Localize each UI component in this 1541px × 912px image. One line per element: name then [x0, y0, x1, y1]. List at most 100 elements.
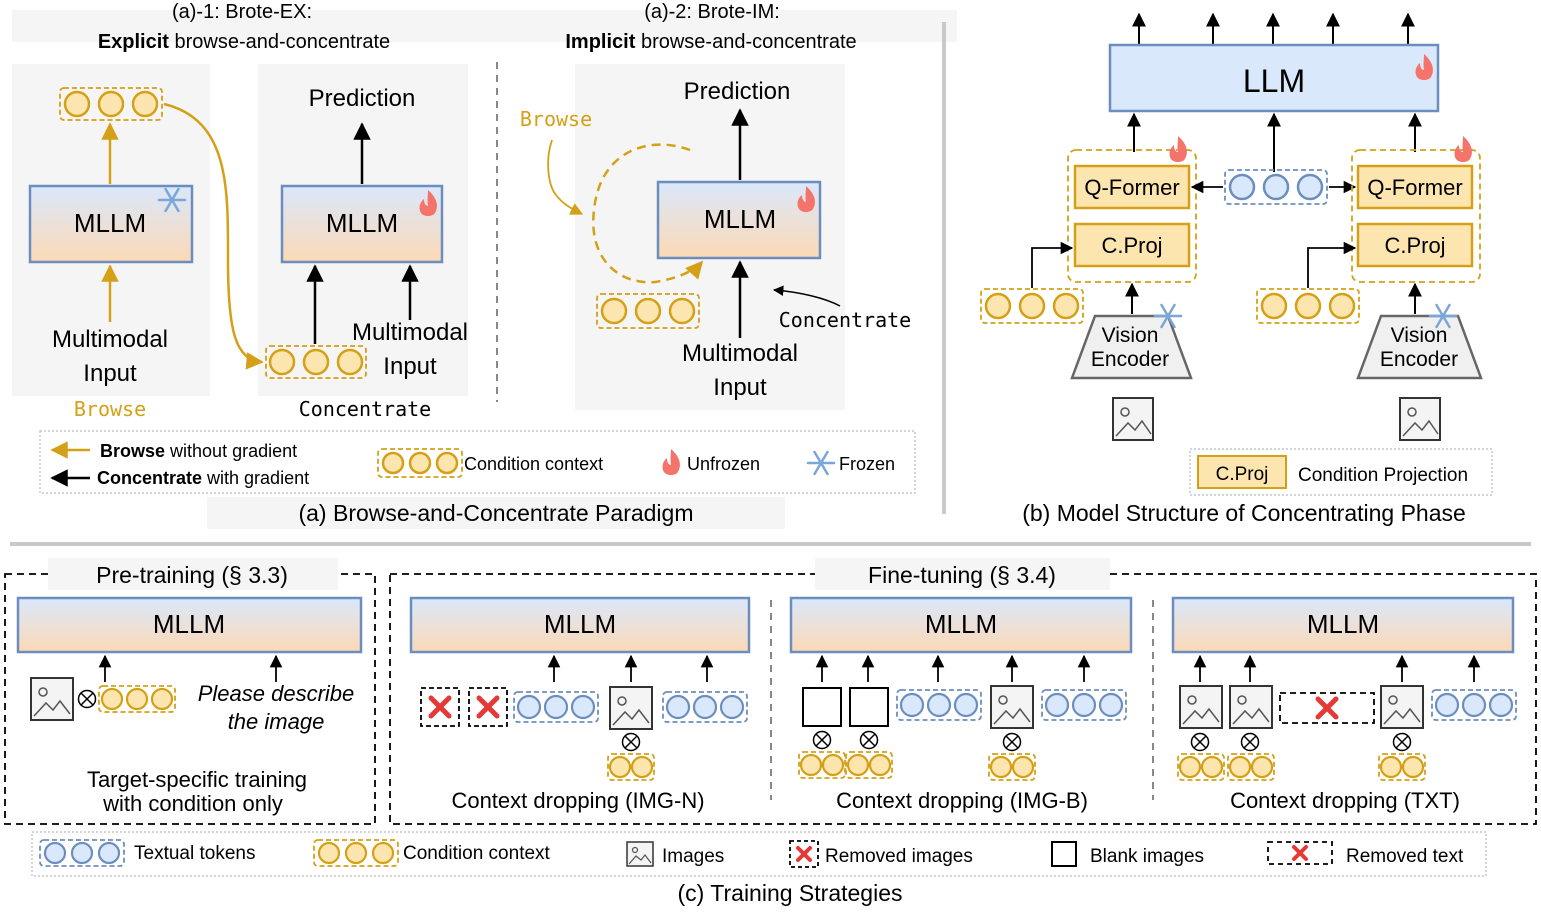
finetune-title: Fine-tuning (§ 3.4)	[868, 562, 1056, 588]
legend-b	[1189, 448, 1493, 496]
otimes-icon	[1392, 732, 1412, 752]
imgn-textual-tokens-1	[513, 691, 599, 723]
image-icon	[30, 677, 74, 721]
panel-a: (a)-1: Brote-EX: Explicit browse-and-con…	[12, 1, 957, 529]
ex-condition-context	[59, 87, 163, 121]
legend-unfrozen-text: Unfrozen	[687, 454, 760, 474]
imgb-mllm-label: MLLM	[925, 609, 997, 639]
im-browse-label: Browse	[520, 107, 592, 131]
blank-image-icon	[802, 687, 842, 727]
ex-concentrate-multimodal: Multimodal	[352, 319, 468, 346]
im-concentrate-label: Concentrate	[779, 308, 911, 332]
im-title-line2: Implicit browse-and-concentrate	[565, 31, 856, 53]
legend-browse-text: Browse without gradient	[100, 441, 297, 461]
pretrain-mllm	[16, 596, 363, 654]
im-mllm	[656, 180, 822, 260]
snowflake-icon	[157, 187, 187, 213]
imgb-textual-tokens-2	[1041, 689, 1127, 721]
im-title-line1: (a)-2: Brote-IM:	[644, 1, 780, 23]
imgb-textual-tokens-1	[896, 689, 982, 721]
im-input: Input	[713, 374, 767, 401]
removed-image-icon	[420, 687, 460, 727]
image-icon	[1399, 397, 1441, 441]
blank-image-icon	[1051, 841, 1077, 867]
right-trainable-group	[1351, 149, 1481, 283]
legend-condition-text: Condition context	[403, 843, 551, 864]
caption-a-bg	[207, 497, 785, 529]
txt-mllm-label: MLLM	[1307, 609, 1379, 639]
panel-b: LLM Q-Former C.Proj Vision Encoder	[980, 12, 1493, 526]
removed-text-icon	[1267, 841, 1333, 865]
pretrain-desc-line1: Target-specific training	[87, 767, 307, 792]
left-qformer	[1073, 164, 1191, 210]
title-band	[12, 10, 957, 42]
pretrain-mllm-label: MLLM	[153, 609, 225, 639]
flame-icon	[662, 449, 680, 475]
imgn-mllm-label: MLLM	[544, 609, 616, 639]
legend-textual-tokens	[39, 839, 125, 867]
otimes-icon	[812, 730, 832, 750]
ex-concentrate-mllm	[280, 184, 444, 264]
txt-caption: Context dropping (TXT)	[1230, 788, 1460, 813]
legend-condition-context	[313, 839, 399, 867]
llm-label: LLM	[1243, 63, 1305, 99]
imgb-mllm	[789, 596, 1133, 654]
legend-a	[39, 430, 916, 494]
left-cproj	[1073, 222, 1191, 268]
imgb-condition-context-3	[988, 753, 1036, 781]
caption-b: (b) Model Structure of Concentrating Pha…	[1022, 500, 1466, 526]
otimes-icon	[1240, 732, 1260, 752]
ex-concentrate-label: Concentrate	[299, 397, 431, 421]
im-mllm-label: MLLM	[704, 204, 776, 234]
otimes-icon	[859, 730, 879, 750]
image-icon	[626, 841, 654, 867]
ex-concentrate-mllm-label: MLLM	[326, 208, 398, 238]
txt-condition-context-2	[1227, 753, 1275, 781]
ex-prediction: Prediction	[309, 85, 416, 112]
ex-title-line2: Explicit browse-and-concentrate	[98, 31, 390, 53]
txt-mllm	[1171, 596, 1515, 654]
left-cproj-label: C.Proj	[1101, 233, 1162, 258]
flame-icon	[797, 186, 815, 212]
imgb-caption: Context dropping (IMG-B)	[836, 788, 1088, 813]
im-browse-pointer	[547, 139, 584, 215]
legend-images-text: Images	[662, 846, 724, 867]
imgn-mllm	[409, 596, 751, 654]
panel-c: Pre-training (§ 3.3) MLLM Please describ…	[4, 558, 1537, 906]
right-condition-context	[1256, 288, 1360, 324]
pretrain-prompt-line2: the image	[228, 709, 325, 734]
otimes-icon	[1002, 732, 1022, 752]
ex-browse-mllm	[28, 184, 194, 264]
llm-box	[1108, 43, 1440, 113]
pretrain-prompt-line1: Please describe	[198, 681, 355, 706]
flame-icon	[1415, 54, 1433, 80]
im-prediction: Prediction	[684, 78, 791, 105]
legend-removed-text-text: Removed text	[1346, 846, 1464, 867]
ex-title-line1: (a)-1: Brote-EX:	[172, 1, 312, 23]
left-context-to-cproj-arrow	[1031, 241, 1074, 288]
legend-condition-text: Condition context	[464, 454, 603, 474]
snowflake-icon	[1428, 303, 1458, 329]
right-encoder-label: Encoder	[1380, 348, 1458, 371]
im-browse-loop	[592, 143, 704, 284]
pretrain-condition-context	[98, 685, 176, 713]
ex-browse-label: Browse	[74, 397, 146, 421]
otimes-icon	[1190, 732, 1210, 752]
legend-frozen-text: Frozen	[839, 454, 895, 474]
right-vision-label: Vision	[1391, 324, 1448, 347]
txt-condition-context-3	[1378, 753, 1426, 781]
ex-browse-mllm-label: MLLM	[74, 208, 146, 238]
legend-textual-text: Textual tokens	[134, 843, 255, 864]
left-trainable-group	[1067, 149, 1197, 283]
pretrain-title-bg	[48, 558, 338, 590]
im-concentrate-pointer	[772, 285, 841, 307]
ex-concentrate-context	[265, 345, 367, 379]
left-encoder-label: Encoder	[1091, 348, 1169, 371]
image-icon	[990, 685, 1034, 729]
ex-concentrate-input: Input	[383, 353, 437, 380]
left-condition-context	[980, 288, 1084, 324]
im-condition-context	[596, 293, 700, 329]
finetune-box	[389, 573, 1537, 825]
otimes-icon	[621, 732, 641, 752]
